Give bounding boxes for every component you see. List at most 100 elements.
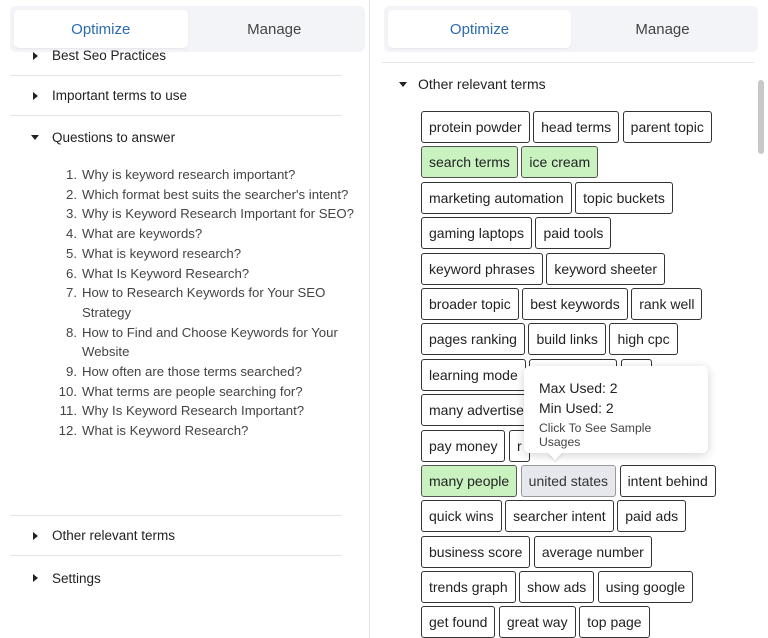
tab-manage[interactable]: Manage (635, 20, 690, 38)
question-number: 1. (66, 167, 77, 182)
question-item[interactable]: 4.What are keywords? (56, 224, 356, 244)
question-item[interactable]: 7.How to Research Keywords for Your SEO … (56, 283, 356, 322)
term-chip[interactable]: united states (520, 464, 617, 497)
term-chip[interactable]: search terms (421, 146, 518, 179)
divider (10, 515, 342, 516)
question-text: How to Find and Choose Keywords for Your… (82, 324, 338, 360)
term-chip[interactable]: show ads (519, 571, 595, 604)
term-chip[interactable]: build links (528, 323, 606, 356)
section-title: Other relevant terms (418, 76, 546, 92)
term-chip[interactable]: pages ranking (421, 323, 525, 356)
question-item[interactable]: 9. How often are those terms searched? (56, 362, 356, 382)
term-chip[interactable]: paid ads (617, 500, 687, 533)
question-text: What Is Keyword Research? (82, 265, 250, 281)
term-chip[interactable]: best keywords (522, 287, 628, 320)
term-chip[interactable]: quick wins (421, 500, 502, 533)
term-chip[interactable]: ice cream (521, 146, 599, 179)
questions-list: 1.Why is keyword research important?2. Wh… (56, 165, 356, 441)
term-chip[interactable]: topic buckets (575, 181, 673, 214)
chip-row: many advertise (421, 394, 751, 429)
tab-optimize[interactable]: Optimize (388, 10, 571, 48)
caret-right-icon (28, 89, 42, 103)
question-item[interactable]: 1.Why is keyword research important? (56, 165, 356, 185)
section-other-relevant-terms[interactable]: Other relevant terms (10, 516, 342, 556)
term-chip[interactable]: gaming laptops (421, 217, 532, 250)
section-settings[interactable]: Settings (10, 558, 342, 598)
tooltip-hint[interactable]: Click To See Sample Usages (539, 421, 652, 449)
question-text: What terms are people searching for? (82, 383, 303, 399)
term-chip[interactable]: marketing automation (421, 181, 572, 214)
tab-manage[interactable]: Manage (247, 20, 302, 38)
term-chip[interactable]: searcher intent (505, 500, 614, 533)
question-text: How to Research Keywords for Your SEO St… (82, 285, 326, 320)
section-best-seo-practices[interactable]: Best Seo Practices (10, 36, 342, 76)
term-usage-tooltip: Max Used: 2 Min Used: 2 Click To See Sam… (524, 366, 708, 453)
tooltip-arrow (547, 452, 563, 460)
section-label: Settings (52, 570, 101, 586)
scrollbar-thumb[interactable] (758, 80, 764, 154)
caret-down-icon (28, 130, 42, 144)
question-text: How often are those terms searched? (82, 364, 302, 380)
question-item[interactable]: 5.What is keyword research? (56, 244, 356, 264)
left-panel: Optimize Manage Best Seo Practices Impor… (0, 0, 370, 638)
other-relevant-terms-header[interactable]: Other relevant terms (396, 76, 546, 92)
section-label: Best Seo Practices (52, 48, 167, 63)
term-chip[interactable]: rank well (631, 287, 703, 320)
question-number: 10. (58, 383, 77, 399)
tab-optimize[interactable]: Optimize (14, 10, 188, 48)
caret-right-icon (28, 571, 42, 585)
question-item[interactable]: 3.Why is Keyword Research Important for … (56, 204, 356, 224)
term-chip[interactable]: using google (597, 571, 694, 604)
section-important-terms[interactable]: Important terms to use (10, 76, 342, 116)
term-chip[interactable]: great way (498, 606, 576, 638)
term-chip[interactable]: trends graph (421, 571, 516, 604)
question-number: 6. (66, 265, 77, 281)
term-chip[interactable]: top page (579, 606, 650, 638)
question-text: Why is Keyword Research Important for SE… (82, 206, 354, 222)
question-item[interactable]: 11. Why Is Keyword Research Important? (56, 401, 356, 421)
question-text: Why Is Keyword Research Important? (82, 403, 305, 419)
question-item[interactable]: 10. What terms are people searching for? (56, 382, 356, 402)
term-chip[interactable]: keyword phrases (421, 252, 543, 285)
question-text: What is Keyword Research? (82, 423, 249, 439)
question-item[interactable]: 8. How to Find and Choose Keywords for Yo… (56, 323, 356, 362)
tooltip-max-used: Max Used: 2 (539, 380, 618, 396)
section-questions-to-answer[interactable]: Questions to answer (10, 117, 342, 157)
question-item[interactable]: 2. Which format best suits the searcher's… (56, 185, 356, 205)
question-number: 2. (66, 186, 77, 202)
term-chip[interactable]: keyword sheeter (546, 252, 666, 285)
question-text: What are keywords? (82, 226, 203, 242)
header-divider (382, 62, 754, 63)
term-chip[interactable]: paid tools (535, 217, 612, 250)
question-number: 8. (66, 324, 77, 340)
question-item[interactable]: 12. What is Keyword Research? (56, 421, 356, 441)
question-item[interactable]: 6. What Is Keyword Research? (56, 264, 356, 284)
term-chip[interactable]: parent topic (622, 111, 712, 143)
question-text: What is keyword research? (82, 245, 242, 261)
term-chip[interactable]: business score (421, 535, 531, 568)
section-label: Questions to answer (52, 129, 176, 145)
term-chip[interactable]: intent behind (619, 464, 716, 497)
term-chip[interactable]: learning mode (421, 358, 526, 391)
question-number: 11. (59, 403, 77, 419)
question-text: Which format best suits the searcher's i… (82, 186, 349, 202)
term-chip[interactable]: get found (421, 606, 496, 638)
question-number: 12. (58, 423, 77, 439)
tooltip-min-used: Min Used: 2 (539, 400, 614, 416)
term-chip[interactable]: head terms (533, 111, 620, 143)
term-chip[interactable]: high cpc (609, 323, 678, 356)
term-chip[interactable]: pay money (421, 429, 506, 462)
term-chip[interactable]: many advertise (421, 394, 532, 427)
question-number: 9. (66, 364, 77, 380)
term-chip[interactable]: average number (533, 535, 652, 568)
term-chip[interactable]: protein powder (421, 111, 530, 143)
term-chip[interactable]: many people (421, 464, 518, 497)
term-chip[interactable]: broader topic (421, 287, 519, 320)
section-label: Other relevant terms (52, 528, 176, 543)
